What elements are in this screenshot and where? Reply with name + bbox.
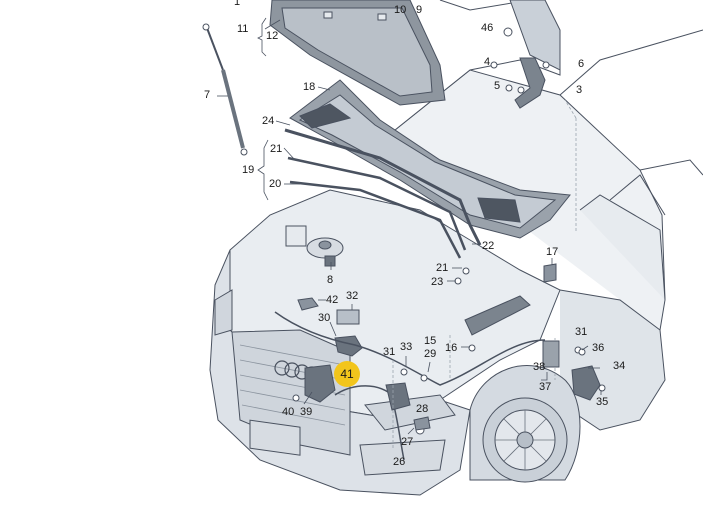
front-latch bbox=[385, 382, 431, 435]
side-lock bbox=[542, 340, 606, 401]
callout-8: 8 bbox=[327, 274, 334, 286]
callout-46: 46 bbox=[481, 22, 494, 34]
callout-37: 37 bbox=[539, 381, 552, 393]
callout-19: 19 bbox=[242, 164, 255, 176]
callout-17: 17 bbox=[546, 246, 559, 258]
callout-11: 11 bbox=[237, 23, 249, 35]
grouping-braces bbox=[257, 17, 548, 381]
callout-35: 35 bbox=[596, 396, 609, 408]
callout-27: 27 bbox=[401, 436, 414, 448]
callout-23: 23 bbox=[431, 276, 444, 288]
callout-32: 32 bbox=[346, 290, 359, 302]
callout-4: 4 bbox=[484, 56, 491, 68]
callout-15: 15 bbox=[424, 335, 437, 347]
callout-16: 16 bbox=[445, 342, 458, 354]
callout-20: 20 bbox=[269, 178, 282, 190]
callout-leaders bbox=[217, 19, 602, 435]
callout-31-right: 31 bbox=[575, 326, 588, 338]
bracket bbox=[464, 263, 557, 336]
callout-29: 29 bbox=[424, 348, 437, 360]
callout-36: 36 bbox=[592, 342, 605, 354]
callout-21-upper: 21 bbox=[270, 143, 283, 155]
callout-9: 9 bbox=[416, 4, 423, 16]
gas-strut bbox=[202, 23, 248, 156]
leader-lines bbox=[392, 99, 577, 448]
callout-31-left: 31 bbox=[383, 346, 396, 358]
engine-bay-parts bbox=[285, 225, 344, 267]
callout-33: 33 bbox=[400, 341, 413, 353]
callout-34: 34 bbox=[613, 360, 626, 372]
callout-10: 10 bbox=[394, 4, 407, 16]
callout-26: 26 bbox=[393, 456, 406, 468]
hood-hinge bbox=[514, 57, 550, 109]
callout-41-highlighted[interactable]: 41 bbox=[334, 361, 360, 387]
callout-39: 39 bbox=[300, 406, 313, 418]
latch-parts bbox=[297, 297, 363, 403]
callout-42: 42 bbox=[326, 294, 339, 306]
callout-3: 3 bbox=[576, 84, 583, 96]
callout-22: 22 bbox=[482, 240, 495, 252]
cowl-panel bbox=[289, 79, 571, 239]
callout-28: 28 bbox=[416, 403, 429, 415]
callout-7: 7 bbox=[204, 89, 211, 101]
callout-12: 12 bbox=[266, 30, 279, 42]
callout-21-lower: 21 bbox=[436, 262, 449, 274]
callout-30: 30 bbox=[318, 312, 331, 324]
callout-1: 1 bbox=[234, 0, 241, 8]
callout-40: 40 bbox=[282, 406, 295, 418]
fasteners bbox=[292, 27, 586, 402]
callout-18: 18 bbox=[303, 81, 316, 93]
car-body bbox=[209, 29, 703, 496]
callout-6: 6 bbox=[578, 58, 585, 70]
callout-5: 5 bbox=[494, 80, 501, 92]
callout-24: 24 bbox=[262, 115, 275, 127]
callout-38: 38 bbox=[533, 361, 546, 373]
hood-seals bbox=[284, 128, 482, 259]
hood-insulation bbox=[269, 0, 446, 106]
